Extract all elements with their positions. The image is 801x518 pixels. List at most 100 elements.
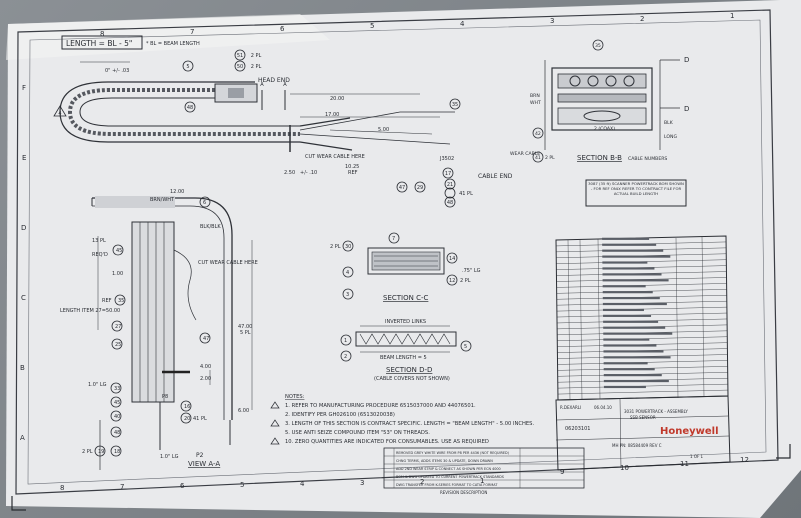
dim-10-25: 10.25 — [345, 164, 359, 170]
aa-callout-20: 20 — [184, 416, 190, 422]
length-formula-box: LENGTH = BL - 5" * BL = BEAM LENGTH — [61, 35, 200, 50]
bom-row-text — [602, 261, 648, 264]
cc-callout-14: 14 — [449, 256, 455, 262]
aa-callout-48: 48 — [114, 430, 120, 436]
bb-mark-d2: D — [684, 105, 689, 113]
bom-row-text — [602, 302, 667, 306]
cc-callout-7: 7 — [392, 236, 395, 242]
section-dd-subtitle: (CABLE COVERS NOT SHOWN) — [374, 376, 450, 382]
bom-row-text — [602, 237, 650, 240]
zone-left-b: B — [20, 364, 25, 372]
scanner-note: 3087 (35 ft) SCANNER POWERTRACK BOM SHOW… — [588, 181, 684, 196]
aa-callout-45b: 45 — [114, 400, 120, 406]
tolerance-label: 0" +/- .03 — [105, 68, 129, 74]
dwg-number: 06203101 — [565, 426, 590, 432]
bom-row-text — [602, 308, 644, 312]
notes-block: NOTES: 1. REFER TO MANUFACTURING PROCEDU… — [270, 394, 534, 445]
section-dd — [340, 325, 472, 362]
head-end-label-aa: P2 — [196, 452, 204, 459]
cut-wear-aa: CUT WEAR CABLE HERE — [198, 260, 258, 266]
zone-bot-3: 6 — [180, 482, 185, 490]
bom-row-text — [602, 267, 655, 270]
zone-top-2: 7 — [190, 28, 194, 36]
callout-29: 29 — [417, 185, 423, 191]
dim-17: 17.00 — [325, 112, 339, 118]
zone-bot-1: 8 — [60, 484, 64, 492]
rev-3: ADD 2ND WEAR STRIP & CONNECT AS SHOWN PE… — [396, 467, 501, 471]
zone-top-8: 1 — [730, 12, 734, 20]
cc-callout-12: 12 — [449, 278, 455, 284]
bb-long: LONG — [664, 134, 677, 140]
callout-47: 47 — [399, 185, 405, 191]
rev-4: BOM & DWG UPDATED TO CURRENT POWERTRACK … — [396, 475, 504, 479]
section-cc — [342, 232, 458, 300]
note-5: 5. USE ANTI SEIZE COMPOUND ITEM "53" ON … — [285, 430, 430, 436]
zone-top-4: 5 — [370, 22, 374, 30]
zone-bot-12: 12 — [740, 456, 749, 464]
aa-callout-27: 27 — [115, 324, 121, 330]
bom-row-text — [602, 243, 657, 246]
zone-left-e: E — [22, 154, 26, 162]
zone-left-f: F — [22, 84, 26, 92]
dim-12: 12.00 — [170, 189, 184, 195]
inverted-links: INVERTED LINKS — [385, 319, 426, 325]
one-inch-lg: 1.0" LG — [88, 382, 107, 388]
dim-20: 20.00 — [330, 96, 344, 102]
rev-2: CHNG TERMS, ADDS ITEMS 30 & UPDATE, DOWN… — [396, 459, 493, 463]
bom-row-text — [603, 379, 669, 383]
cable-end-label-top: CABLE END — [478, 173, 513, 180]
drawn-by: R.DEXARLI — [560, 405, 581, 410]
dim-4: 4.00 — [200, 364, 211, 370]
section-bb-title: SECTION B-B — [577, 154, 622, 162]
cc-callout-4: 4 — [346, 270, 349, 276]
bb-mark-d1: D — [684, 56, 689, 64]
note-2: 2. IDENTIFY PER GH026100 (6513020038) — [285, 412, 395, 418]
bb-brn: BRN — [530, 93, 540, 99]
zone-left-a: A — [20, 434, 25, 442]
company-logo: Honeywell — [660, 426, 719, 437]
bom-row-text — [603, 385, 646, 389]
aa-callout-13pl: 13 PL — [92, 238, 106, 244]
zone-left-c: C — [21, 294, 26, 302]
bom-row-text — [603, 368, 655, 371]
bb-callout-42: 42 — [535, 131, 541, 137]
beam-length-note: * BL = BEAM LENGTH — [146, 41, 200, 47]
section-bb — [532, 39, 680, 163]
bom-row-text — [603, 326, 666, 329]
bom-row-text — [603, 362, 648, 365]
top-view-labels: 0" +/- .03 HEAD END 20.00 17.00 5.00 10.… — [105, 68, 513, 180]
view-aa-callouts — [94, 196, 211, 457]
bom-row-text — [602, 273, 662, 276]
zone-top-3: 6 — [280, 25, 285, 33]
view-aa-title: VIEW A-A — [188, 460, 220, 468]
bom-row-text — [603, 338, 650, 341]
dim-2: 2.00 — [200, 376, 211, 382]
bom-row-text — [603, 332, 673, 335]
dd-callout-5: 5 — [464, 344, 467, 350]
mark-a1: A — [260, 82, 264, 88]
bom-row-text — [602, 285, 646, 288]
mark-4: 4 — [58, 111, 61, 117]
title-block: Honeywell R.DEXARLI 06.04.10 3031 POWERT… — [555, 395, 731, 471]
section-cc-title: SECTION C-C — [383, 294, 428, 302]
bb-wear-cable: WEAR CABLE — [510, 151, 540, 157]
mark-a2: A — [283, 82, 287, 88]
cut-wear-top: CUT WEAR CABLE HERE — [305, 154, 365, 160]
aa-callout-40: 40 — [114, 414, 120, 420]
zone-bot-7: 2 — [420, 478, 424, 486]
bom-row-text — [602, 255, 671, 258]
dd-callout-1: 1 — [344, 338, 347, 344]
aa-callout-reqd: REQ'D — [92, 252, 108, 258]
top-view-cable-track — [59, 61, 455, 152]
bb-blk: BLK — [664, 120, 674, 126]
aa-callout-25: 25 — [115, 342, 121, 348]
dim-1: 1.00 — [112, 271, 123, 277]
revision-block: REMOVED GREY WHITE WIRE FROM P8 PER 4436… — [383, 447, 585, 495]
bom-row-text — [603, 314, 652, 317]
bom-row-text — [602, 291, 653, 294]
zone-left-d: D — [21, 224, 26, 232]
ref-label-aa: REF — [102, 298, 112, 304]
section-dd-text: INVERTED LINKS BEAM LENGTH = 5 SECTION D… — [344, 319, 467, 382]
zone-bot-4: 5 — [240, 481, 244, 489]
